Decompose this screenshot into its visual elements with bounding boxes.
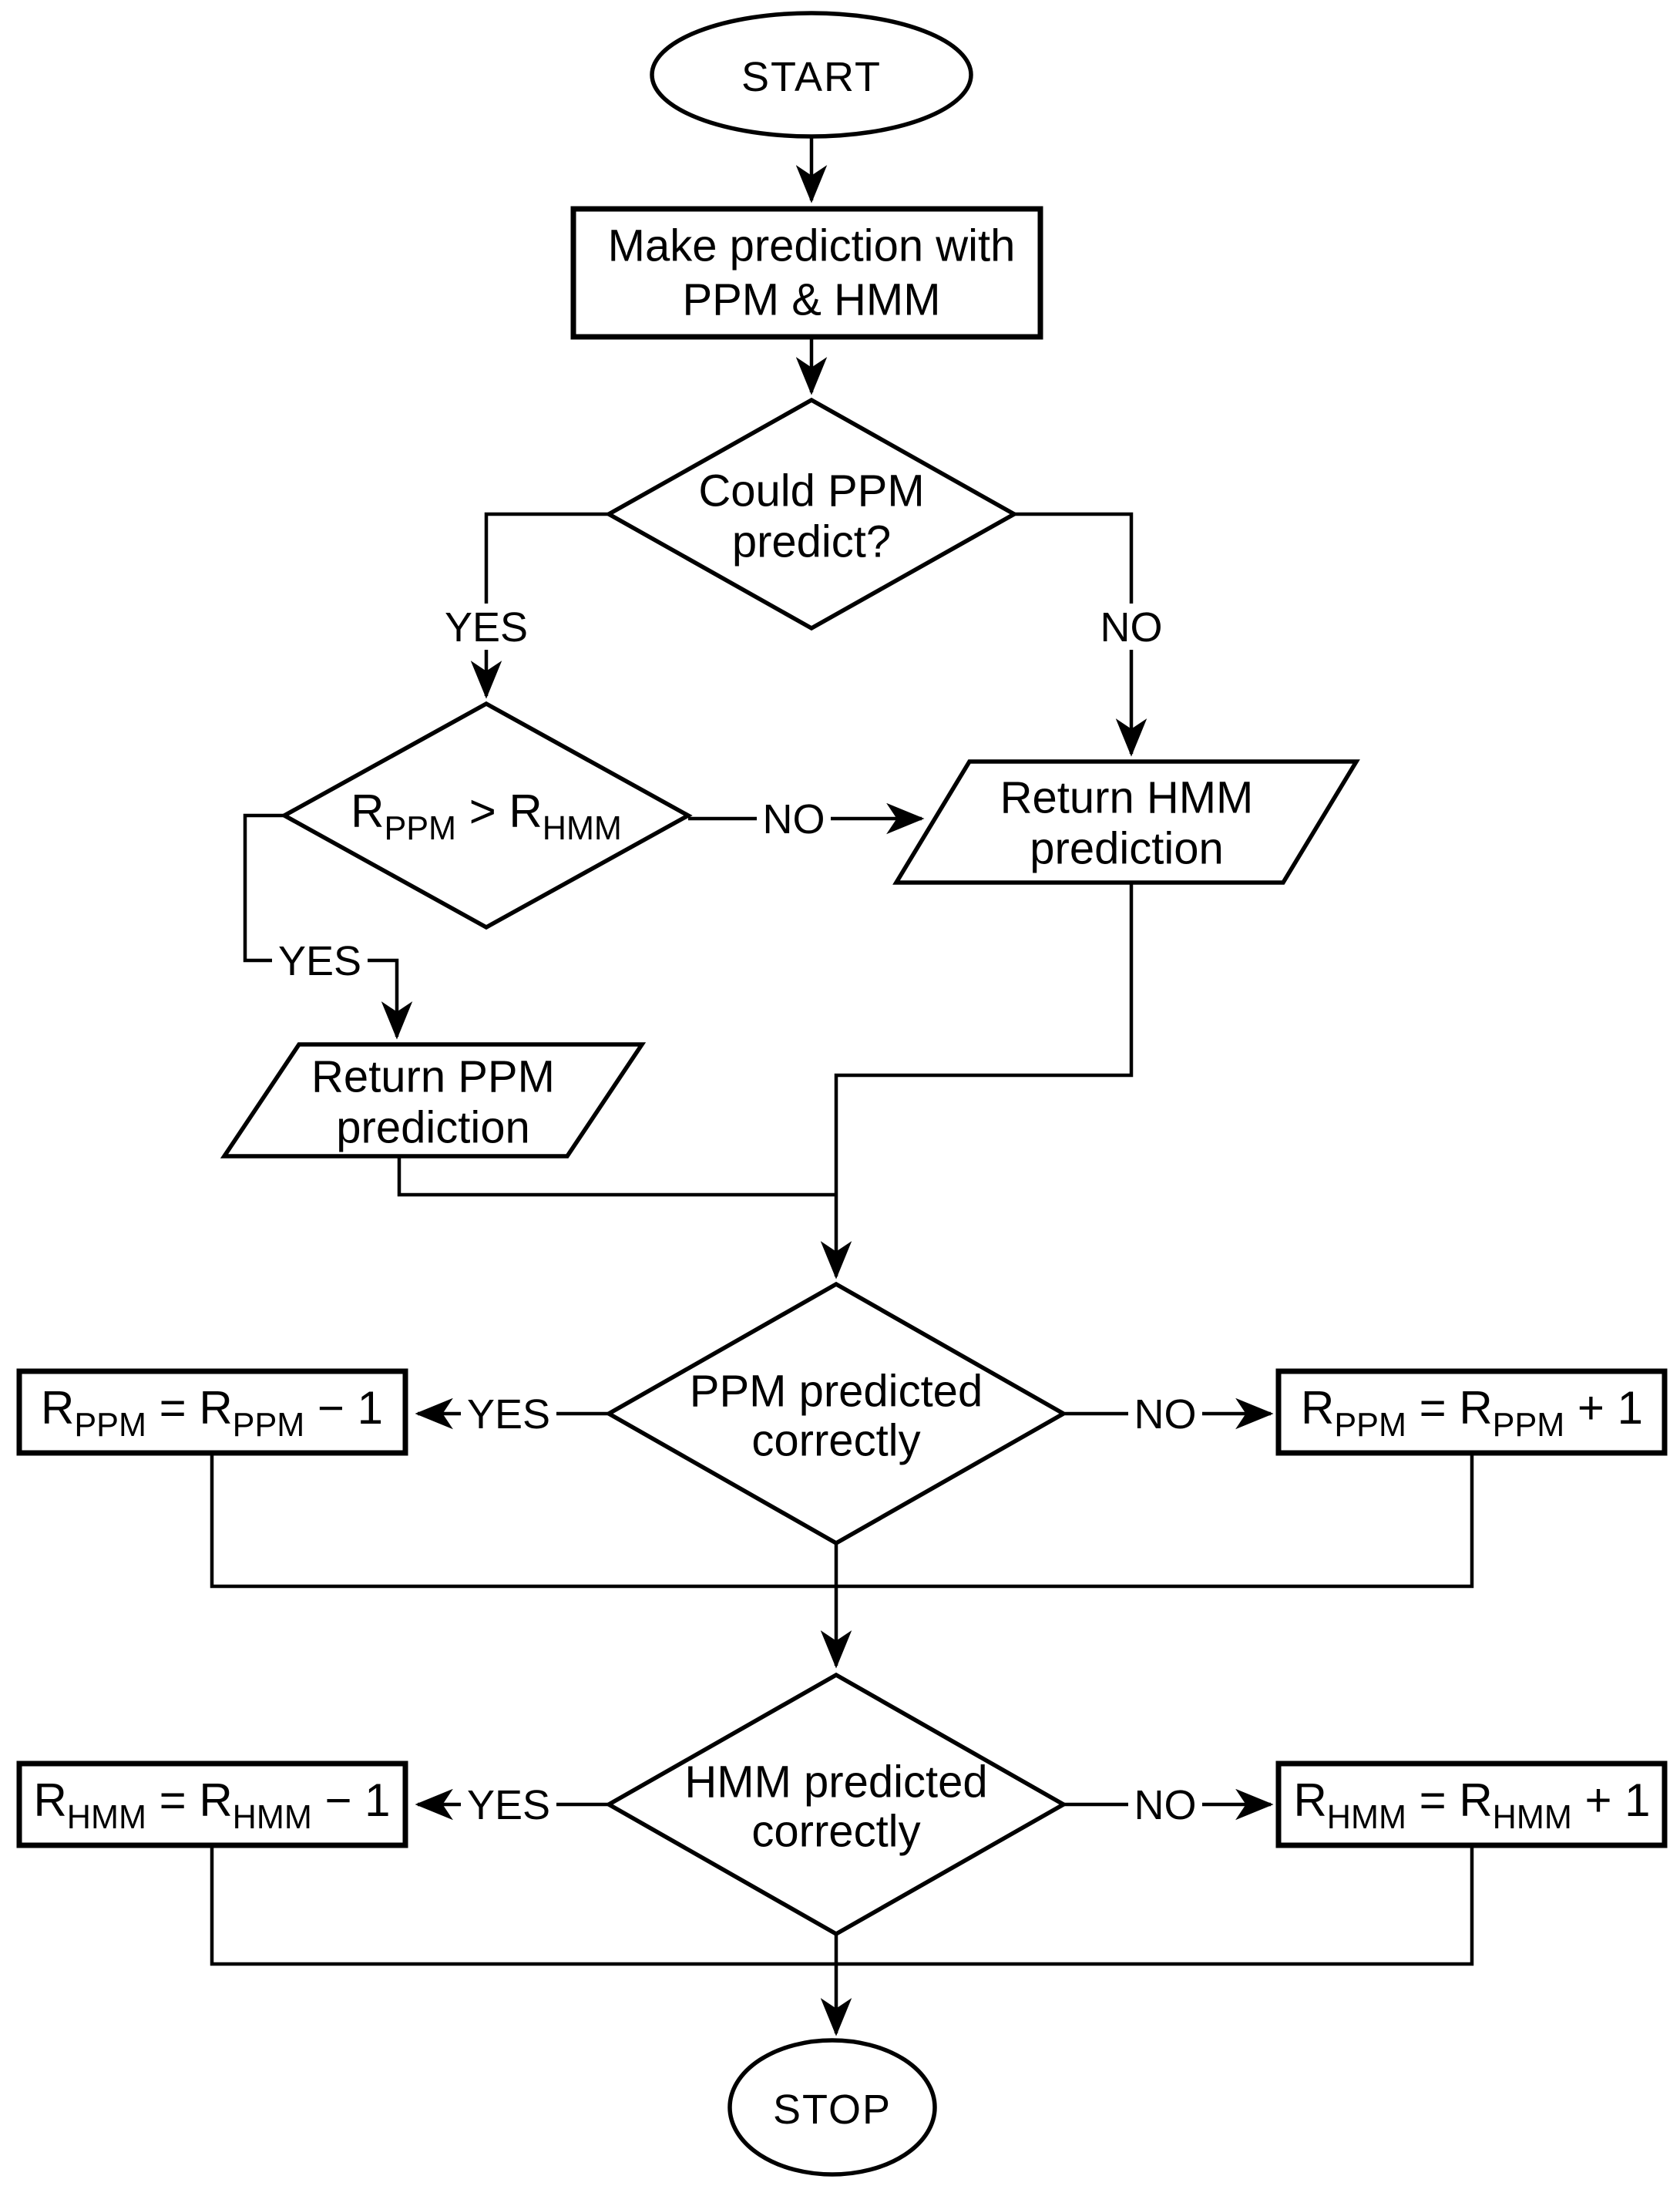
process-make-prediction	[570, 206, 1043, 340]
process-rhmm-increment	[1275, 1760, 1668, 1848]
process-rhmm-decrement-formula: RHMM = RHMM − 1	[33, 1774, 390, 1836]
terminator-start-label: START	[741, 54, 882, 100]
process-rppm-decrement-formula: RPPM = RPPM − 1	[41, 1382, 383, 1444]
edge-label-ppm-correct-no: NO	[1134, 1391, 1197, 1438]
edge-label-could-predict-yes: YES	[445, 604, 528, 651]
edge-rhmm-increment-merge	[836, 1845, 1474, 1966]
decision-could-ppm-predict-line-1: Could PPM	[698, 466, 924, 516]
process-rhmm-increment-formula: RHMM = RHMM + 1	[1293, 1774, 1650, 1836]
edge-return-hmm-merge-to-ppm-correct	[820, 883, 1134, 1280]
edge-label-background	[1128, 1781, 1202, 1828]
edge-label-hmm-correct-no: NO	[1134, 1782, 1197, 1828]
decision-hmm-predicted-correctly-line-1: HMM predicted	[684, 1757, 987, 1807]
decision-hmm-predicted-correctly	[604, 1672, 1068, 1937]
edge-label-background	[1128, 1391, 1202, 1437]
edge-label-background	[461, 1391, 556, 1437]
process-rppm-decrement	[16, 1368, 408, 1456]
io-return-ppm-prediction-line-2: prediction	[336, 1102, 529, 1152]
decision-could-ppm-predict	[604, 397, 1019, 631]
edge-label-background	[272, 937, 368, 984]
decision-ppm-predicted-correctly-line-1: PPM predicted	[690, 1366, 983, 1416]
process-rppm-increment-formula: RPPM = RPPM + 1	[1301, 1382, 1643, 1444]
process-rppm-increment	[1275, 1368, 1668, 1456]
io-return-ppm-prediction	[220, 1042, 647, 1159]
edge-label-rank-compare-yes: YES	[278, 938, 361, 984]
decision-rppm-vs-rhmm-formula: RPPM > RHMM	[351, 785, 622, 847]
edge-return-ppm-merge	[397, 1156, 836, 1197]
process-make-prediction-line-2: PPM & HMM	[682, 274, 940, 325]
io-return-ppm-prediction-line-1: Return PPM	[311, 1051, 555, 1101]
edge-label-hmm-correct-yes: YES	[467, 1782, 550, 1828]
edge-label-rank-compare-no: NO	[763, 796, 825, 842]
edge-rppm-decrement-merge	[210, 1453, 836, 1589]
edge-label-could-predict-no: NO	[1100, 604, 1163, 651]
io-return-hmm-prediction-line-2: prediction	[1030, 823, 1223, 873]
decision-ppm-predicted-correctly	[604, 1281, 1068, 1546]
terminator-start	[650, 11, 973, 139]
edge-rppm-increment-merge	[836, 1453, 1474, 1589]
decision-rppm-vs-rhmm	[280, 701, 693, 930]
edge-label-ppm-correct-yes: YES	[467, 1391, 550, 1438]
edge-could-predict-no	[1014, 512, 1147, 757]
edge-rank-compare-yes	[243, 813, 413, 1040]
process-make-prediction-line-1: Make prediction with	[608, 220, 1016, 271]
edge-label-background	[1094, 604, 1168, 650]
process-rhmm-decrement	[16, 1760, 408, 1848]
terminator-stop-label: STOP	[773, 2087, 892, 2133]
decision-hmm-predicted-correctly-line-2: correctly	[751, 1806, 920, 1856]
decision-could-ppm-predict-line-2: predict?	[732, 516, 891, 567]
edge-label-background	[438, 604, 534, 650]
io-return-hmm-prediction-line-1: Return HMM	[1000, 772, 1254, 822]
edge-label-background	[757, 795, 831, 842]
nodes: START Make prediction with PPM & HMM Cou…	[16, 11, 1668, 2177]
edge-labels: YES NO NO YES YES NO YES NO	[272, 604, 1202, 1828]
edge-label-background	[461, 1781, 556, 1828]
decision-ppm-predicted-correctly-line-2: correctly	[751, 1415, 920, 1465]
io-return-hmm-prediction	[892, 759, 1360, 885]
terminator-stop	[727, 2038, 937, 2177]
edge-rhmm-decrement-merge	[210, 1845, 836, 1966]
